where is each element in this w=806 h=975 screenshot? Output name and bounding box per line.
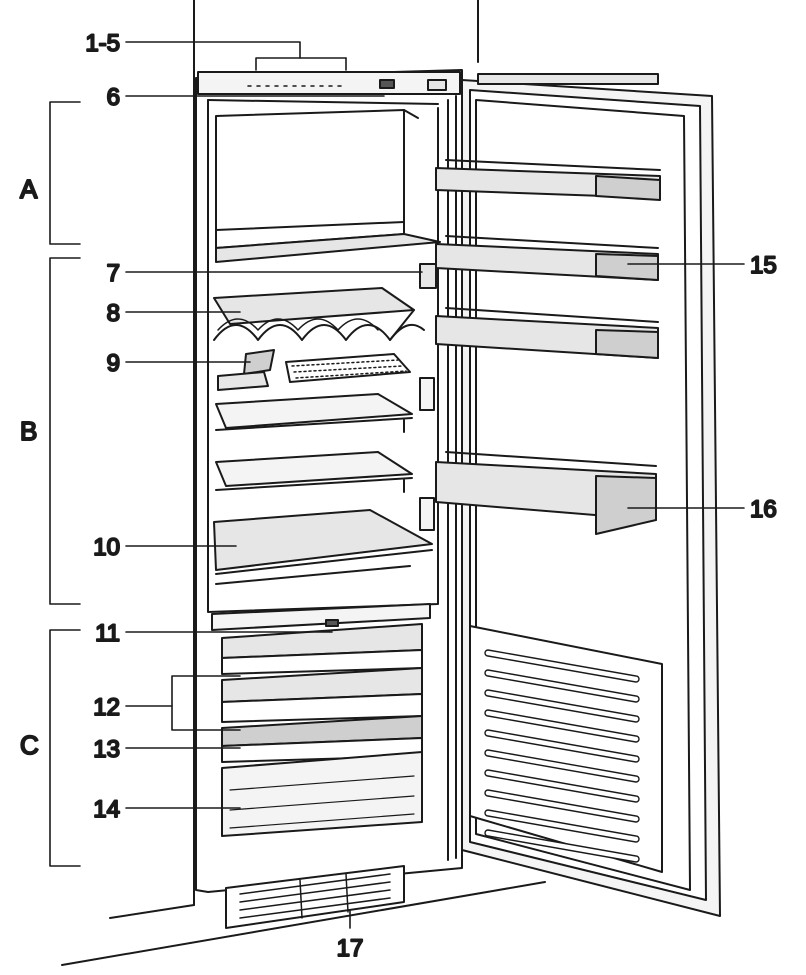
door-shelf-2 [435, 235, 659, 281]
callout-16: 16 [750, 496, 777, 523]
callout-9: 9 [107, 350, 120, 377]
vent-slat [484, 689, 640, 723]
bracket-c [49, 629, 81, 867]
callout-1-5: 1-5 [85, 30, 120, 57]
vent-slat [484, 709, 640, 743]
leader-1-5 [125, 41, 301, 71]
vent-slat [484, 669, 640, 703]
glass-shelf-large [213, 509, 433, 585]
freezer-compartment [215, 109, 441, 263]
vent-slat [484, 829, 640, 863]
callout-11: 11 [95, 620, 120, 647]
display-element [379, 79, 395, 89]
vent-slat [484, 769, 640, 803]
glass-shelf-upper [215, 393, 413, 433]
bracket-b [49, 257, 81, 605]
callout-14: 14 [93, 796, 120, 823]
ventilation-grille [225, 865, 405, 929]
vent-slat [484, 809, 640, 843]
control-panel [197, 71, 461, 95]
door-bottle-shelf [435, 451, 657, 535]
leader-12 [171, 675, 241, 731]
drawer-3 [221, 715, 423, 763]
compartment-divider [211, 603, 431, 631]
door-shelf-3 [435, 307, 659, 359]
callout-6: 6 [107, 84, 120, 111]
callout-15: 15 [750, 252, 777, 279]
vent-slat [484, 729, 640, 763]
vent-slat [484, 789, 640, 823]
section-brackets [49, 101, 81, 867]
vent-slat [484, 649, 640, 683]
callout-17: 17 [337, 935, 364, 962]
bottom-drawer [221, 751, 423, 837]
section-label-b: B [20, 416, 37, 446]
drawer-1 [221, 623, 423, 675]
callout-8: 8 [107, 300, 120, 327]
callout-7: 7 [107, 260, 120, 287]
leader-lines [125, 41, 745, 929]
door-shelf-1 [435, 159, 661, 201]
bottle-rack [213, 287, 425, 341]
door-vent-panel [469, 625, 663, 873]
cabinet-niche [61, 0, 546, 966]
section-label-a: A [20, 174, 38, 204]
bracket-a [49, 101, 81, 245]
callout-12: 12 [93, 694, 120, 721]
lamp [419, 263, 437, 531]
glass-shelf-middle [215, 451, 413, 493]
section-label-c: C [20, 730, 39, 760]
callout-10: 10 [93, 534, 120, 561]
vent-slat [484, 749, 640, 783]
callout-13: 13 [93, 736, 120, 763]
wire-shelf [217, 349, 411, 391]
drawer-2 [221, 667, 423, 723]
